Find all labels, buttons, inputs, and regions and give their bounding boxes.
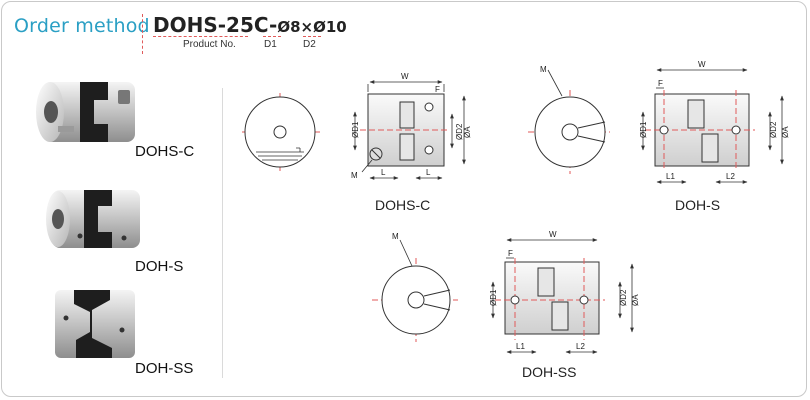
drawing-caption-doh-s: DOH-S xyxy=(675,197,721,213)
dim-w-doh-ss: W xyxy=(549,230,557,239)
dim-l2-doh-ss: L2 xyxy=(576,342,585,351)
dim-w-doh-s: W xyxy=(698,60,706,69)
model-code: DOHS-25C- xyxy=(153,13,278,37)
drawing-caption-doh-ss: DOH-SS xyxy=(522,364,577,380)
product-photo-doh-s xyxy=(46,190,140,248)
dim-d1-doh-s: ØD1 xyxy=(639,121,648,138)
d1-value: Ø8 xyxy=(277,18,301,36)
dim-a-doh-ss: ØA xyxy=(631,294,640,306)
order-method-title: Order method xyxy=(14,15,150,37)
dim-d2-dohs-c: ØD2 xyxy=(455,123,464,140)
dim-w-dohs-c: W xyxy=(401,72,409,81)
column-divider xyxy=(222,88,223,378)
product-label-doh-s: DOH-S xyxy=(135,258,184,275)
dim-d2-doh-s: ØD2 xyxy=(769,121,778,138)
dohs-c-end-view xyxy=(242,93,320,172)
doh-ss-end-view xyxy=(372,239,458,342)
d2-underline xyxy=(303,36,321,37)
d1-underline xyxy=(263,36,281,37)
model-code-example: DOHS-25C-Ø8×Ø10 xyxy=(153,13,347,37)
doh-s-end-view xyxy=(528,69,610,174)
dim-l2-doh-s: L2 xyxy=(726,172,735,181)
product-photo-doh-ss xyxy=(55,290,135,358)
dim-d1-doh-ss: ØD1 xyxy=(489,289,498,306)
dim-l1-doh-s: L1 xyxy=(666,172,675,181)
dim-d2-doh-ss: ØD2 xyxy=(619,289,628,306)
dim-d1-dohs-c: ØD1 xyxy=(351,121,360,138)
dim-m-doh-s: M xyxy=(540,65,547,74)
drawing-caption-dohs-c: DOHS-C xyxy=(375,197,431,213)
dim-f-doh-s: F xyxy=(658,79,663,88)
dim-a-doh-s: ØA xyxy=(781,126,790,138)
d1-label: D1 xyxy=(264,39,277,50)
product-label-doh-ss: DOH-SS xyxy=(135,360,194,377)
d2-label: D2 xyxy=(303,39,316,50)
dim-f-doh-ss: F xyxy=(508,249,513,258)
dim-a-dohs-c: ØA xyxy=(463,126,472,138)
doh-s-side-view xyxy=(641,68,784,184)
product-label-dohs-c: DOHS-C xyxy=(135,143,195,160)
times-sign: × xyxy=(300,18,314,36)
header-separator xyxy=(142,14,143,54)
product-no-underline xyxy=(153,36,248,37)
dim-l1-doh-ss: L1 xyxy=(516,342,525,351)
dim-m-dohs-c: M xyxy=(351,171,358,180)
product-photo-dohs-c xyxy=(36,82,135,142)
dohs-c-side-view xyxy=(353,80,466,180)
dim-f-dohs-c: F xyxy=(435,85,440,94)
dim-m-doh-ss: M xyxy=(392,232,399,241)
dim-l-right-dohs-c: L xyxy=(426,168,431,177)
d2-value: Ø10 xyxy=(313,18,347,36)
doh-ss-side-view xyxy=(491,238,634,354)
dim-l-left-dohs-c: L xyxy=(381,168,386,177)
product-no-label: Product No. xyxy=(183,39,236,50)
